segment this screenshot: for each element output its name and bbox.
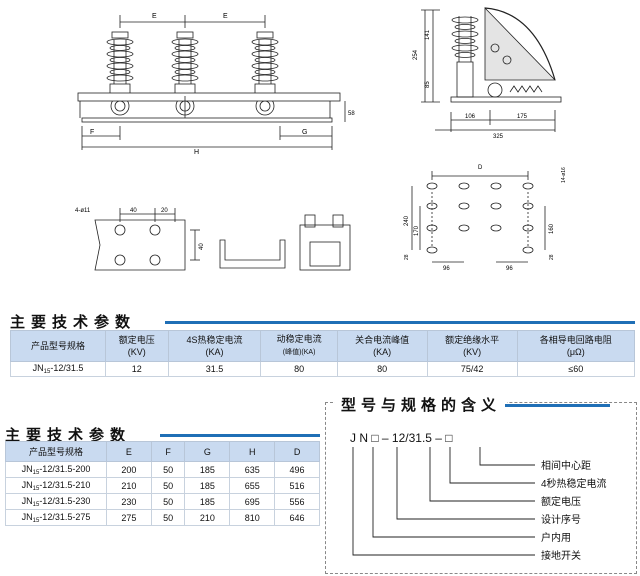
dim-e-right: E [223,13,228,20]
t2-cell-d: 556 [274,493,320,510]
table-row: JN15-12/31.5-210 210 50 185 655 516 [5,477,320,494]
t1-cell-closing: 80 [336,361,428,377]
dim-175: 175 [517,114,528,120]
meaning-item-spacing: 相间中心距 [541,461,591,472]
dim-g: G [302,129,307,136]
dim-141: 141 [425,29,431,40]
t2-header-g: G [184,441,231,462]
base-plan-drawing: D 14-ø16 240 170 160 28 28 96 96 [404,165,567,272]
t2-cell-model: JN15-12/31.5-210 [5,477,107,494]
plate-dim-40b: 40 [199,243,205,250]
model-meaning-title: 型号与规格的含义 [335,394,508,415]
t2-header-h: H [229,441,276,462]
t2-cell-e: 230 [106,493,152,510]
t2-cell-g: 185 [184,477,231,494]
t2-cell-d: 496 [274,461,320,478]
table1-title-bar [165,321,635,324]
t1-header-voltage: 额定电压(KV) [105,330,169,362]
meaning-item-earthing: 接地开关 [541,551,581,562]
t2-cell-d: 646 [274,509,320,526]
t2-cell-f: 50 [150,493,186,510]
dim-325: 325 [493,134,504,140]
t2-cell-f: 50 [150,461,186,478]
t2-cell-e: 275 [106,509,152,526]
t2-cell-model: JN15-12/31.5-275 [5,509,107,526]
t2-header-model: 产品型号规格 [5,441,107,462]
t1-header-insulation: 额定绝缘水平(KV) [426,330,518,362]
t2-cell-e: 200 [106,461,152,478]
front-view-drawing: E E F G H 58 [77,13,355,156]
dim-58: 58 [348,111,355,117]
table2-title: 主要技术参数 [5,427,132,444]
t2-header-f: F [150,441,186,462]
terminal-plate-drawing: 4-ø11 40 20 40 [75,208,351,271]
t1-cell-model: JN15-12/31.5 [10,361,106,377]
dim-f: F [90,129,94,136]
base-dim-160: 160 [549,223,555,234]
t2-cell-e: 210 [106,477,152,494]
base-dim-d: D [478,165,483,171]
meaning-item-indoor: 户内用 [541,533,571,544]
t1-cell-resistance: ≤60 [516,361,636,377]
meaning-item-design: 设计序号 [541,515,581,526]
t1-cell-voltage: 12 [105,361,169,377]
t1-header-dynamic: 动稳定电流(峰值)(KA) [260,330,338,362]
base-dim-28b: 28 [549,254,555,260]
meaning-item-thermal: 4秒热稳定电流 [541,479,607,490]
t2-header-d: D [274,441,320,462]
base-holes: 14-ø16 [561,167,567,183]
t1-header-closing: 关合电流峰值(KA) [336,330,428,362]
t2-cell-g: 185 [184,493,231,510]
model-meaning-title-bar [505,404,610,407]
t2-cell-h: 655 [229,477,276,494]
plate-dim-40a: 40 [130,208,137,214]
model-code: J N □ – 12/31.5 – □ [350,431,453,445]
t2-cell-h: 810 [229,509,276,526]
meaning-item-voltage: 额定电压 [541,497,581,508]
dim-106: 106 [465,114,476,120]
t2-cell-model: JN15-12/31.5-200 [5,461,107,478]
base-dim-96a: 96 [443,266,450,272]
t1-header-resistance: 各相导电回路电阻(μΩ) [516,330,636,362]
model-meaning-list: 相间中心距 4秒热稳定电流 额定电压 设计序号 户内用 接地开关 [541,458,607,566]
t1-cell-thermal: 31.5 [167,361,262,377]
t2-cell-model: JN15-12/31.5-230 [5,493,107,510]
table-row: JN15-12/31.5-230 230 50 185 695 556 [5,493,320,510]
plate-dim-20: 20 [161,208,168,214]
table2-title-bar [160,434,320,437]
t2-cell-f: 50 [150,477,186,494]
base-dim-240: 240 [404,215,410,226]
spec-table-1: 产品型号规格 额定电压(KV) 4S热稳定电流(KA) 动稳定电流(峰值)(KA… [10,330,636,377]
t1-cell-insulation: 75/42 [426,361,518,377]
side-view-drawing: 254 141 85 106 175 325 [413,7,562,140]
t2-cell-f: 50 [150,509,186,526]
t2-cell-h: 635 [229,461,276,478]
t2-cell-h: 695 [229,493,276,510]
dim-h: H [194,149,199,156]
table-row: JN15-12/31.5-275 275 50 210 810 646 [5,509,320,526]
base-dim-28a: 28 [404,254,410,260]
table-row: JN15-12/31.5 12 31.5 80 80 75/42 ≤60 [10,361,636,377]
t2-header-e: E [106,441,152,462]
base-dim-170: 170 [414,225,420,236]
table1-title: 主要技术参数 [10,314,137,331]
t2-cell-g: 185 [184,461,231,478]
dim-254: 254 [413,49,419,60]
dim-e-left: E [152,13,157,20]
table-row: JN15-12/31.5-200 200 50 185 635 496 [5,461,320,478]
model-meaning-leaders [352,447,535,556]
plate-holes: 4-ø11 [75,208,91,214]
t1-cell-dynamic: 80 [260,361,338,377]
dim-85: 85 [425,81,431,88]
base-dim-96b: 96 [506,266,513,272]
t1-header-thermal: 4S热稳定电流(KA) [167,330,262,362]
spec-table-2: 产品型号规格 E F G H D JN15-12/31.5-200 200 50… [5,441,320,526]
t2-cell-d: 516 [274,477,320,494]
t1-header-model: 产品型号规格 [10,330,106,362]
t2-cell-g: 210 [184,509,231,526]
